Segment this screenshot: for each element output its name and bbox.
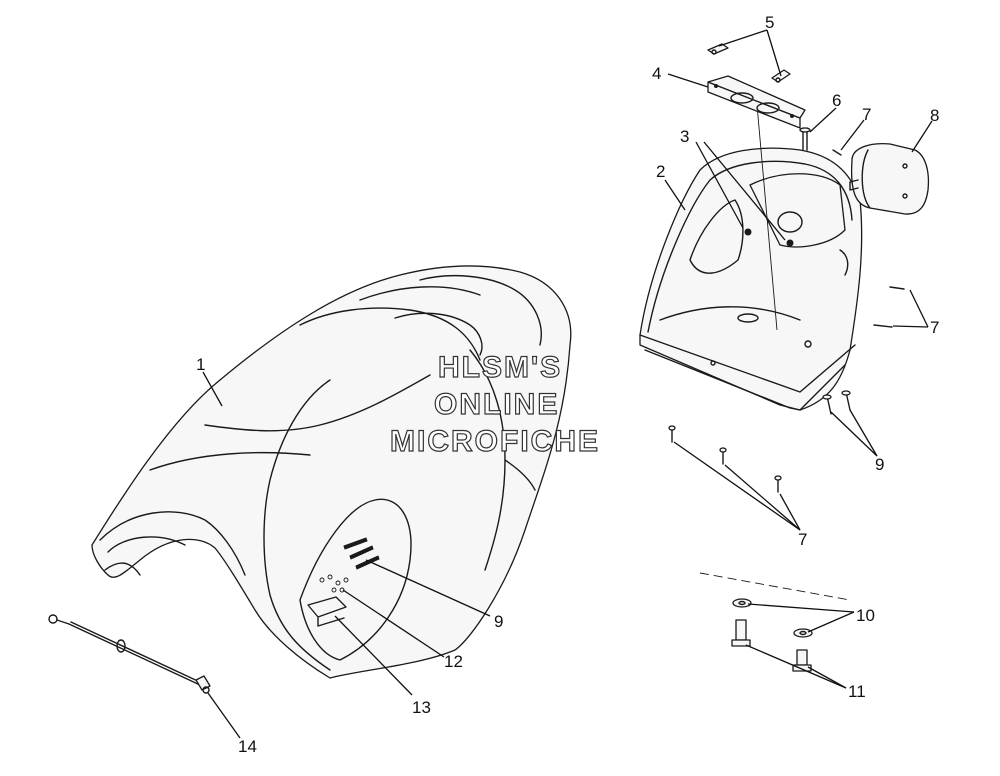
callout-1: 1 bbox=[196, 355, 205, 374]
callout-labels: 1 2 3 4 5 6 7 8 7 9 7 10 11 9 12 13 14 bbox=[196, 13, 939, 756]
bolt-hardware bbox=[699, 572, 851, 672]
rivet bbox=[799, 127, 811, 151]
watermark-line1: HLSM'S bbox=[438, 351, 562, 384]
callout-14: 14 bbox=[238, 737, 257, 756]
callout-7-top: 7 bbox=[862, 105, 871, 124]
callout-6: 6 bbox=[832, 91, 841, 110]
callout-8: 8 bbox=[930, 106, 939, 125]
mount-plate bbox=[707, 75, 806, 129]
watermark: HLSM'S ONLINE MICROFICHE bbox=[389, 350, 600, 458]
callout-9-bin: 9 bbox=[875, 455, 884, 474]
storage-bin-assembly bbox=[639, 104, 863, 411]
seat-assembly bbox=[91, 265, 572, 679]
seat-tether-cable bbox=[48, 614, 211, 694]
callout-2: 2 bbox=[656, 162, 665, 181]
callout-4: 4 bbox=[652, 64, 661, 83]
callout-9-seat: 9 bbox=[494, 612, 503, 631]
callout-12: 12 bbox=[444, 652, 463, 671]
screws bbox=[668, 149, 905, 493]
leader-lines bbox=[202, 29, 933, 739]
callout-11: 11 bbox=[848, 682, 866, 701]
rivets bbox=[822, 390, 851, 415]
tail-light bbox=[849, 142, 930, 215]
callout-13: 13 bbox=[412, 698, 431, 717]
callout-5: 5 bbox=[765, 13, 774, 32]
watermark-line2: ONLINE bbox=[434, 388, 559, 421]
callout-10: 10 bbox=[856, 606, 875, 625]
callout-7-right: 7 bbox=[930, 318, 939, 337]
callout-7-bottom: 7 bbox=[798, 530, 807, 549]
watermark-line3: MICROFICHE bbox=[390, 425, 600, 458]
callout-3: 3 bbox=[680, 127, 689, 146]
